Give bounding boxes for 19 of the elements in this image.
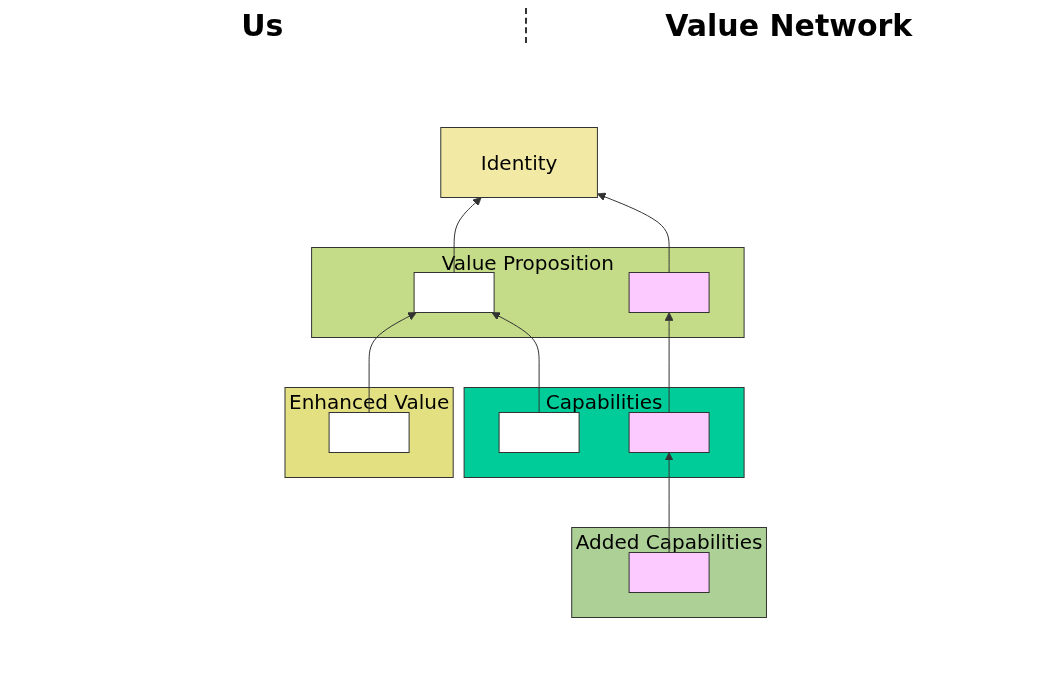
cluster: Added Capabilities [571, 527, 767, 618]
column-heading: Us [0, 7, 527, 43]
arrow [664, 312, 674, 413]
node-box [628, 412, 710, 453]
node-box [413, 272, 495, 313]
cluster: Enhanced Value [284, 387, 454, 478]
node-box [328, 412, 410, 453]
arrow [664, 452, 674, 553]
column-heading: Value Network [664, 7, 914, 43]
arrow [596, 192, 670, 273]
node-box [628, 272, 710, 313]
node-box [628, 552, 710, 593]
arrow [368, 312, 417, 413]
cluster: Value Proposition [310, 247, 745, 338]
cluster: Capabilities [463, 387, 745, 478]
node-box: Identity [440, 127, 598, 198]
arrow [491, 312, 540, 413]
node-box [498, 412, 580, 453]
arrow [453, 197, 482, 273]
